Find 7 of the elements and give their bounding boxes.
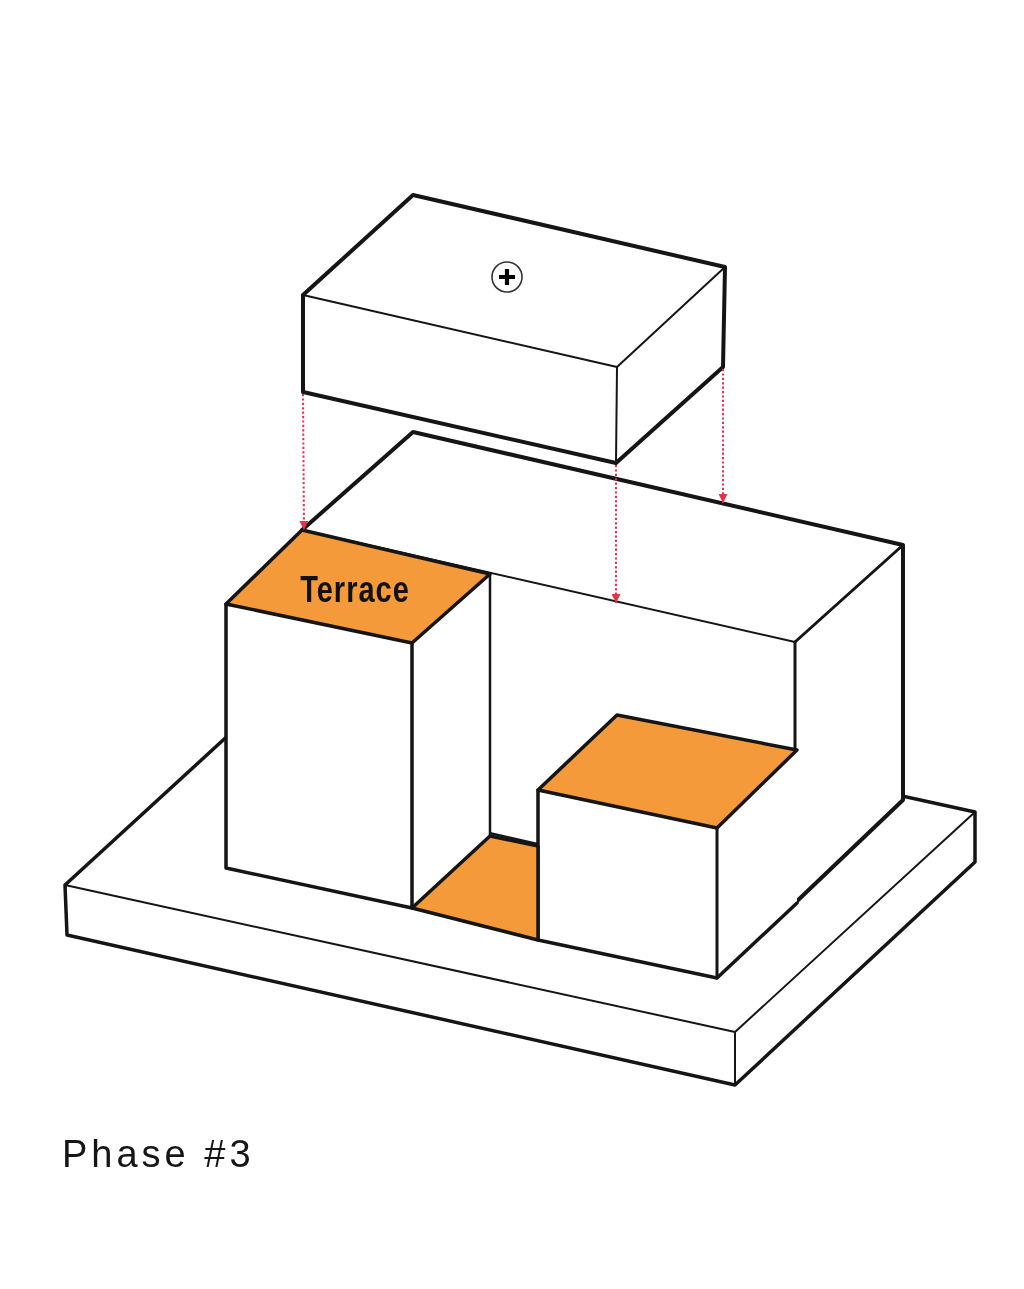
caption: Phase #3 — [62, 1134, 255, 1176]
projection-arrow — [611, 464, 621, 604]
terrace-label: Terrace — [300, 570, 410, 609]
projection-arrow — [299, 393, 309, 531]
floating-block — [301, 193, 727, 465]
courtyard-floor-face — [410, 834, 540, 942]
projection-arrow — [718, 368, 728, 504]
